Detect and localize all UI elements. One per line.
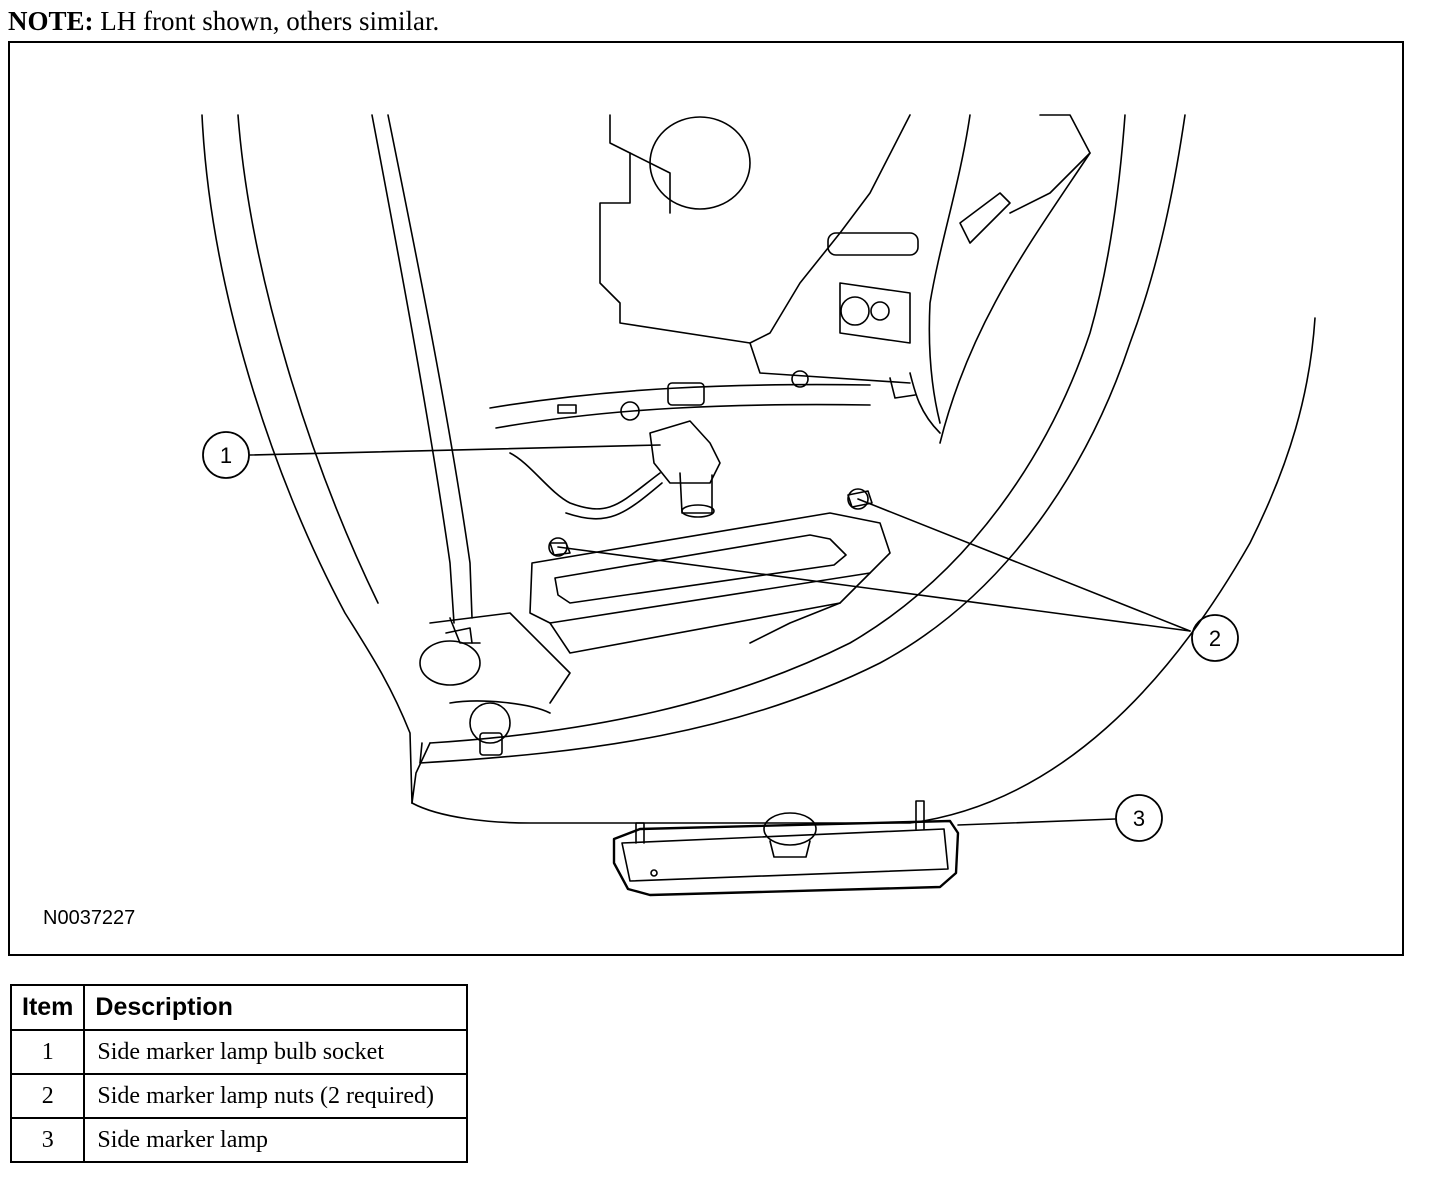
row-description: Side marker lamp bulb socket bbox=[83, 1029, 468, 1075]
callout-1-label: 1 bbox=[220, 443, 232, 468]
table-row: 2 Side marker lamp nuts (2 required) bbox=[9, 1073, 468, 1119]
leader-lines bbox=[249, 444, 1191, 826]
header-description: Description bbox=[83, 984, 468, 1031]
row-description: Side marker lamp nuts (2 required) bbox=[83, 1073, 468, 1119]
callout-1: 1 bbox=[202, 431, 250, 479]
row-item: 1 bbox=[9, 1029, 86, 1075]
line-drawing: 1 2 3 bbox=[201, 114, 1316, 897]
callout-3-label: 3 bbox=[1133, 806, 1145, 831]
note: NOTE: LH front shown, others similar. bbox=[8, 4, 439, 38]
table-row: 3 Side marker lamp bbox=[9, 1117, 468, 1163]
note-label: NOTE: bbox=[8, 6, 94, 36]
callout-2: 2 bbox=[1191, 614, 1239, 662]
row-item: 3 bbox=[9, 1117, 86, 1163]
crossmember bbox=[489, 370, 871, 429]
legend-header-row: Item Description bbox=[9, 984, 468, 1031]
row-description: Side marker lamp bbox=[83, 1117, 468, 1163]
side-marker-lamp-drawing bbox=[612, 800, 960, 897]
row-item: 2 bbox=[9, 1073, 86, 1119]
table-row: 1 Side marker lamp bulb socket bbox=[9, 1029, 468, 1075]
bulb-socket-drawing bbox=[509, 420, 721, 520]
callout-3: 3 bbox=[1115, 794, 1163, 842]
header-item: Item bbox=[9, 984, 86, 1031]
legend-table: Item Description 1 Side marker lamp bulb… bbox=[9, 984, 468, 1163]
figure-id: N0037227 bbox=[43, 907, 136, 929]
note-text: LH front shown, others similar. bbox=[100, 6, 440, 36]
callout-2-label: 2 bbox=[1209, 626, 1221, 651]
diagram-figure: 1 2 3 N0037227 bbox=[8, 41, 1404, 956]
lower-bumper bbox=[419, 617, 551, 756]
headlamp-housing bbox=[599, 114, 1091, 444]
fender-outline bbox=[201, 114, 1316, 824]
lamp-opening bbox=[429, 488, 891, 704]
